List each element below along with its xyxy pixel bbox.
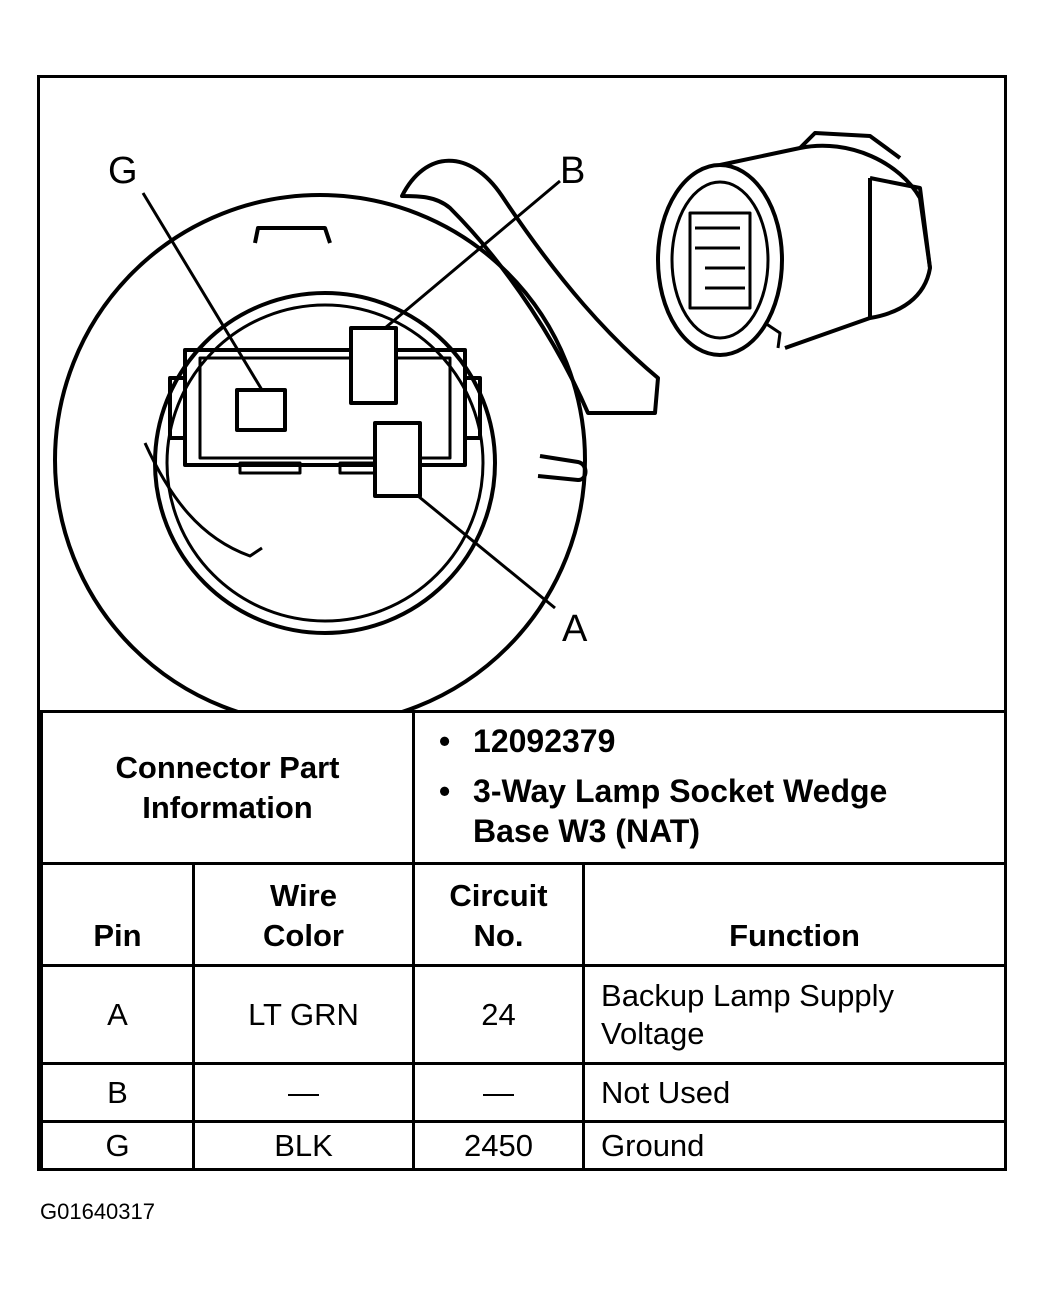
- part-description-line1: 3-Way Lamp Socket Wedge: [439, 771, 1004, 811]
- header-wire-color: Wire Color: [191, 862, 416, 967]
- diagram-frame: G B A Connector Part Information 1209237…: [37, 75, 1008, 1171]
- contact-b: [349, 326, 398, 405]
- connector-illustration: G B A: [40, 78, 1004, 710]
- contact-g: [235, 388, 287, 432]
- table-row: G BLK 2450 Ground: [40, 1120, 1008, 1171]
- cell-circuit: —: [412, 1062, 586, 1123]
- locking-arm: [400, 158, 660, 415]
- cell-wire-color: LT GRN: [191, 964, 416, 1065]
- contact-housing: [183, 348, 467, 467]
- part-number: 12092379: [439, 721, 1004, 761]
- leader-a: [417, 494, 556, 610]
- part-description-line2: Base W3 (NAT): [473, 813, 700, 849]
- contact-a: [373, 421, 422, 498]
- connector-part-details: 12092379 3-Way Lamp Socket Wedge Base W3…: [412, 710, 1008, 865]
- lamp-socket-view: [656, 131, 932, 357]
- pin-table-header: Pin Wire Color Circuit No. Function: [40, 862, 1008, 967]
- figure-id: G01640317: [40, 1199, 155, 1224]
- cell-pin: A: [40, 964, 195, 1065]
- connector-part-label: Connector Part Information: [39, 710, 416, 865]
- cell-wire-color: BLK: [191, 1120, 416, 1171]
- pin-label-a: A: [562, 608, 588, 650]
- table-row: B — — Not Used: [40, 1062, 1008, 1123]
- cell-function: Not Used: [582, 1062, 1008, 1123]
- cell-function: Ground: [582, 1120, 1008, 1171]
- leader-g: [141, 192, 264, 391]
- cell-circuit: 2450: [412, 1120, 586, 1171]
- connector-part-row: Connector Part Information 12092379 3-Wa…: [39, 710, 1008, 865]
- pin-label-b: B: [560, 150, 585, 192]
- cell-function: Backup Lamp Supply Voltage: [582, 964, 1008, 1065]
- header-function: Function: [582, 862, 1008, 967]
- leader-b: [384, 179, 561, 330]
- cell-circuit: 24: [412, 964, 586, 1065]
- connector-outer-ring: [53, 193, 587, 710]
- cell-wire-color: —: [191, 1062, 416, 1123]
- pin-label-g: G: [108, 150, 138, 192]
- header-pin: Pin: [40, 862, 195, 967]
- cell-pin: B: [40, 1062, 195, 1123]
- header-circuit-no: Circuit No.: [412, 862, 586, 967]
- table-row: A LT GRN 24 Backup Lamp Supply Voltage: [40, 964, 1008, 1065]
- cell-pin: G: [40, 1120, 195, 1171]
- connector-info-table: Connector Part Information 12092379 3-Wa…: [39, 710, 1008, 1171]
